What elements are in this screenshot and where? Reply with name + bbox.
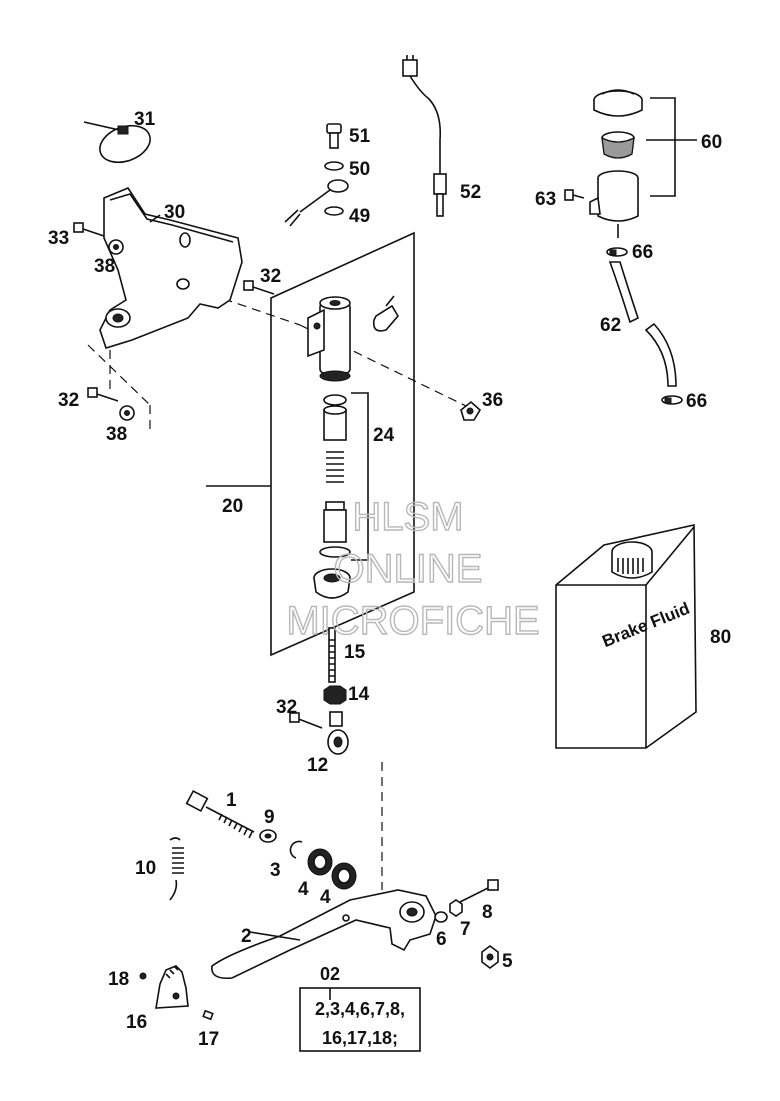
callout-4: 4	[298, 879, 309, 900]
cable-tie-part	[83, 121, 151, 164]
circlip-3-part	[289, 840, 303, 859]
kit-contents-line2: 16,17,18;	[322, 1028, 398, 1048]
banjo-bolt-part	[326, 123, 342, 149]
repair-kit-bracket	[351, 392, 369, 561]
bolt-33-part	[73, 222, 105, 237]
brake-fluid-container-part	[555, 524, 697, 749]
callout-63: 63	[535, 189, 556, 210]
callout-16: 16	[126, 1012, 147, 1033]
callout-4: 4	[320, 887, 331, 908]
nut-7-part	[449, 899, 463, 917]
spring-10-part	[169, 837, 184, 901]
callout-32: 32	[260, 266, 281, 287]
callout-36: 36	[482, 390, 503, 411]
hose-part	[608, 261, 677, 387]
hose-clamp-66a-part	[606, 247, 628, 257]
pin-18-part	[139, 972, 147, 980]
banjo-fitting-part	[284, 179, 349, 227]
watermark-line2: ONLINE	[334, 547, 483, 591]
callout-9: 9	[264, 807, 275, 828]
callout-80: 80	[710, 627, 731, 648]
callout-66: 66	[632, 242, 653, 263]
bearing-4a-part	[307, 848, 333, 876]
brake-light-switch-part	[402, 55, 447, 217]
bolt-1-part	[185, 789, 255, 839]
clevis-12-part	[327, 711, 349, 755]
dust-boot-part	[313, 568, 351, 599]
watermark-line1: HLSM	[352, 495, 463, 539]
callout-3: 3	[270, 860, 281, 881]
hose-nipple-part	[372, 295, 399, 332]
callout-7: 7	[460, 919, 471, 940]
bolt-32b-part	[87, 387, 119, 402]
watermark-line3: MICROFICHE	[286, 599, 539, 643]
callout-20: 20	[222, 496, 243, 517]
callout-30: 30	[164, 202, 185, 223]
piston-kit-part	[319, 394, 351, 558]
kit-number: 02	[320, 964, 340, 984]
callout-33: 33	[48, 228, 69, 249]
callout-38: 38	[106, 424, 127, 445]
reservoir-screw-part	[564, 189, 585, 201]
reservoir-cap-part	[593, 89, 643, 117]
callout-8: 8	[482, 902, 493, 923]
nut-5-part	[481, 945, 499, 969]
callout-51: 51	[349, 126, 371, 147]
callout-60: 60	[701, 132, 722, 153]
bolt-32a-part	[243, 280, 275, 295]
reservoir-seal-part	[601, 131, 635, 159]
grommet-36-part	[460, 400, 482, 421]
washer-6-part	[434, 911, 448, 923]
callout-6: 6	[436, 929, 447, 950]
reservoir-bracket	[650, 97, 676, 197]
callout-18: 18	[108, 969, 129, 990]
washer-9-part	[259, 829, 277, 843]
washer-50-part	[324, 161, 344, 171]
nut-38a-part	[108, 239, 124, 255]
callout-62: 62	[600, 315, 621, 336]
master-cylinder-body-part	[307, 296, 351, 382]
hose-clamp-66b-part	[661, 395, 683, 405]
pedal-tip-16-part	[155, 965, 189, 1009]
callout-10: 10	[135, 858, 156, 879]
push-rod-part	[328, 627, 336, 683]
callout-38: 38	[94, 256, 115, 277]
callout-12: 12	[307, 755, 328, 776]
callout-15: 15	[344, 642, 366, 663]
callout-1: 1	[226, 790, 237, 811]
bearing-4b-part	[331, 862, 357, 890]
master-cylinder-group-panel	[270, 231, 415, 657]
callout-24: 24	[373, 425, 395, 446]
callout-50: 50	[349, 159, 370, 180]
washer-49-part	[324, 206, 344, 216]
nut-14-part	[323, 685, 347, 705]
callout-32: 32	[276, 697, 297, 718]
heat-shield-bracket-part	[99, 187, 243, 349]
callout-17: 17	[198, 1029, 219, 1050]
callout-2: 2	[241, 926, 252, 947]
kit-contents-line1: 2,3,4,6,7,8,	[315, 999, 405, 1019]
bolt-32c-part	[289, 712, 323, 729]
nut-38b-part	[119, 405, 135, 421]
kit-contents-box	[299, 987, 421, 1052]
screw-17-part	[202, 1009, 214, 1021]
callout-31: 31	[134, 109, 156, 130]
callout-32: 32	[58, 390, 79, 411]
callout-5: 5	[502, 951, 513, 972]
callout-49: 49	[349, 206, 370, 227]
brake-pedal-part	[211, 889, 437, 980]
callout-52: 52	[460, 182, 481, 203]
reservoir-body-part	[589, 170, 639, 238]
callout-66: 66	[686, 391, 707, 412]
callout-14: 14	[348, 684, 370, 705]
bolt-8-part	[459, 879, 499, 903]
